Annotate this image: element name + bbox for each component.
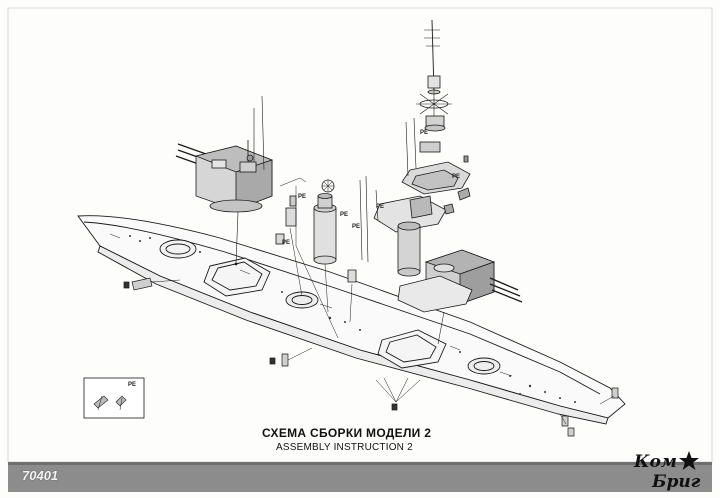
assembly-title-russian: СХЕМА СБОРКИ МОДЕЛИ 2: [262, 426, 432, 440]
brand-logo: Ком Бриг: [630, 450, 710, 494]
assembly-title-english: ASSEMBLY INSTRUCTION 2: [276, 442, 413, 453]
pe-label-5: PE: [420, 130, 428, 136]
aft-turret: [397, 221, 523, 313]
pe-label-1: PE: [298, 194, 306, 200]
part-guides: [151, 279, 615, 425]
kit-code: 70401: [22, 468, 59, 483]
aft-turret-guide: [437, 311, 445, 345]
brand-logo-line1: Ком: [634, 452, 677, 472]
small-parts: [123, 277, 619, 437]
bottom-band: [8, 462, 712, 492]
funnel-assembly: [261, 95, 369, 283]
ship-hull: [77, 215, 626, 425]
forward-turret: [175, 108, 274, 213]
forward-turret-dot: [234, 262, 238, 266]
pe-labels: PE PE PE PE PE PE PE PE: [128, 130, 460, 388]
bridge-tower: [373, 19, 471, 233]
bottom-band-edge: [8, 462, 712, 465]
pe-label-6: PE: [452, 174, 460, 180]
pe-label-3: PE: [340, 212, 348, 218]
pe-label-2: PE: [282, 240, 290, 246]
inset-detail: [83, 377, 145, 419]
forward-turret-guide: [235, 211, 239, 265]
midship-guides: [279, 177, 353, 339]
pe-label-7: PE: [376, 204, 384, 210]
star-icon: [679, 451, 699, 470]
inset-pe-label: PE: [128, 382, 136, 388]
pe-label-4: PE: [352, 224, 360, 230]
brand-logo-line2: Бриг: [652, 472, 701, 492]
